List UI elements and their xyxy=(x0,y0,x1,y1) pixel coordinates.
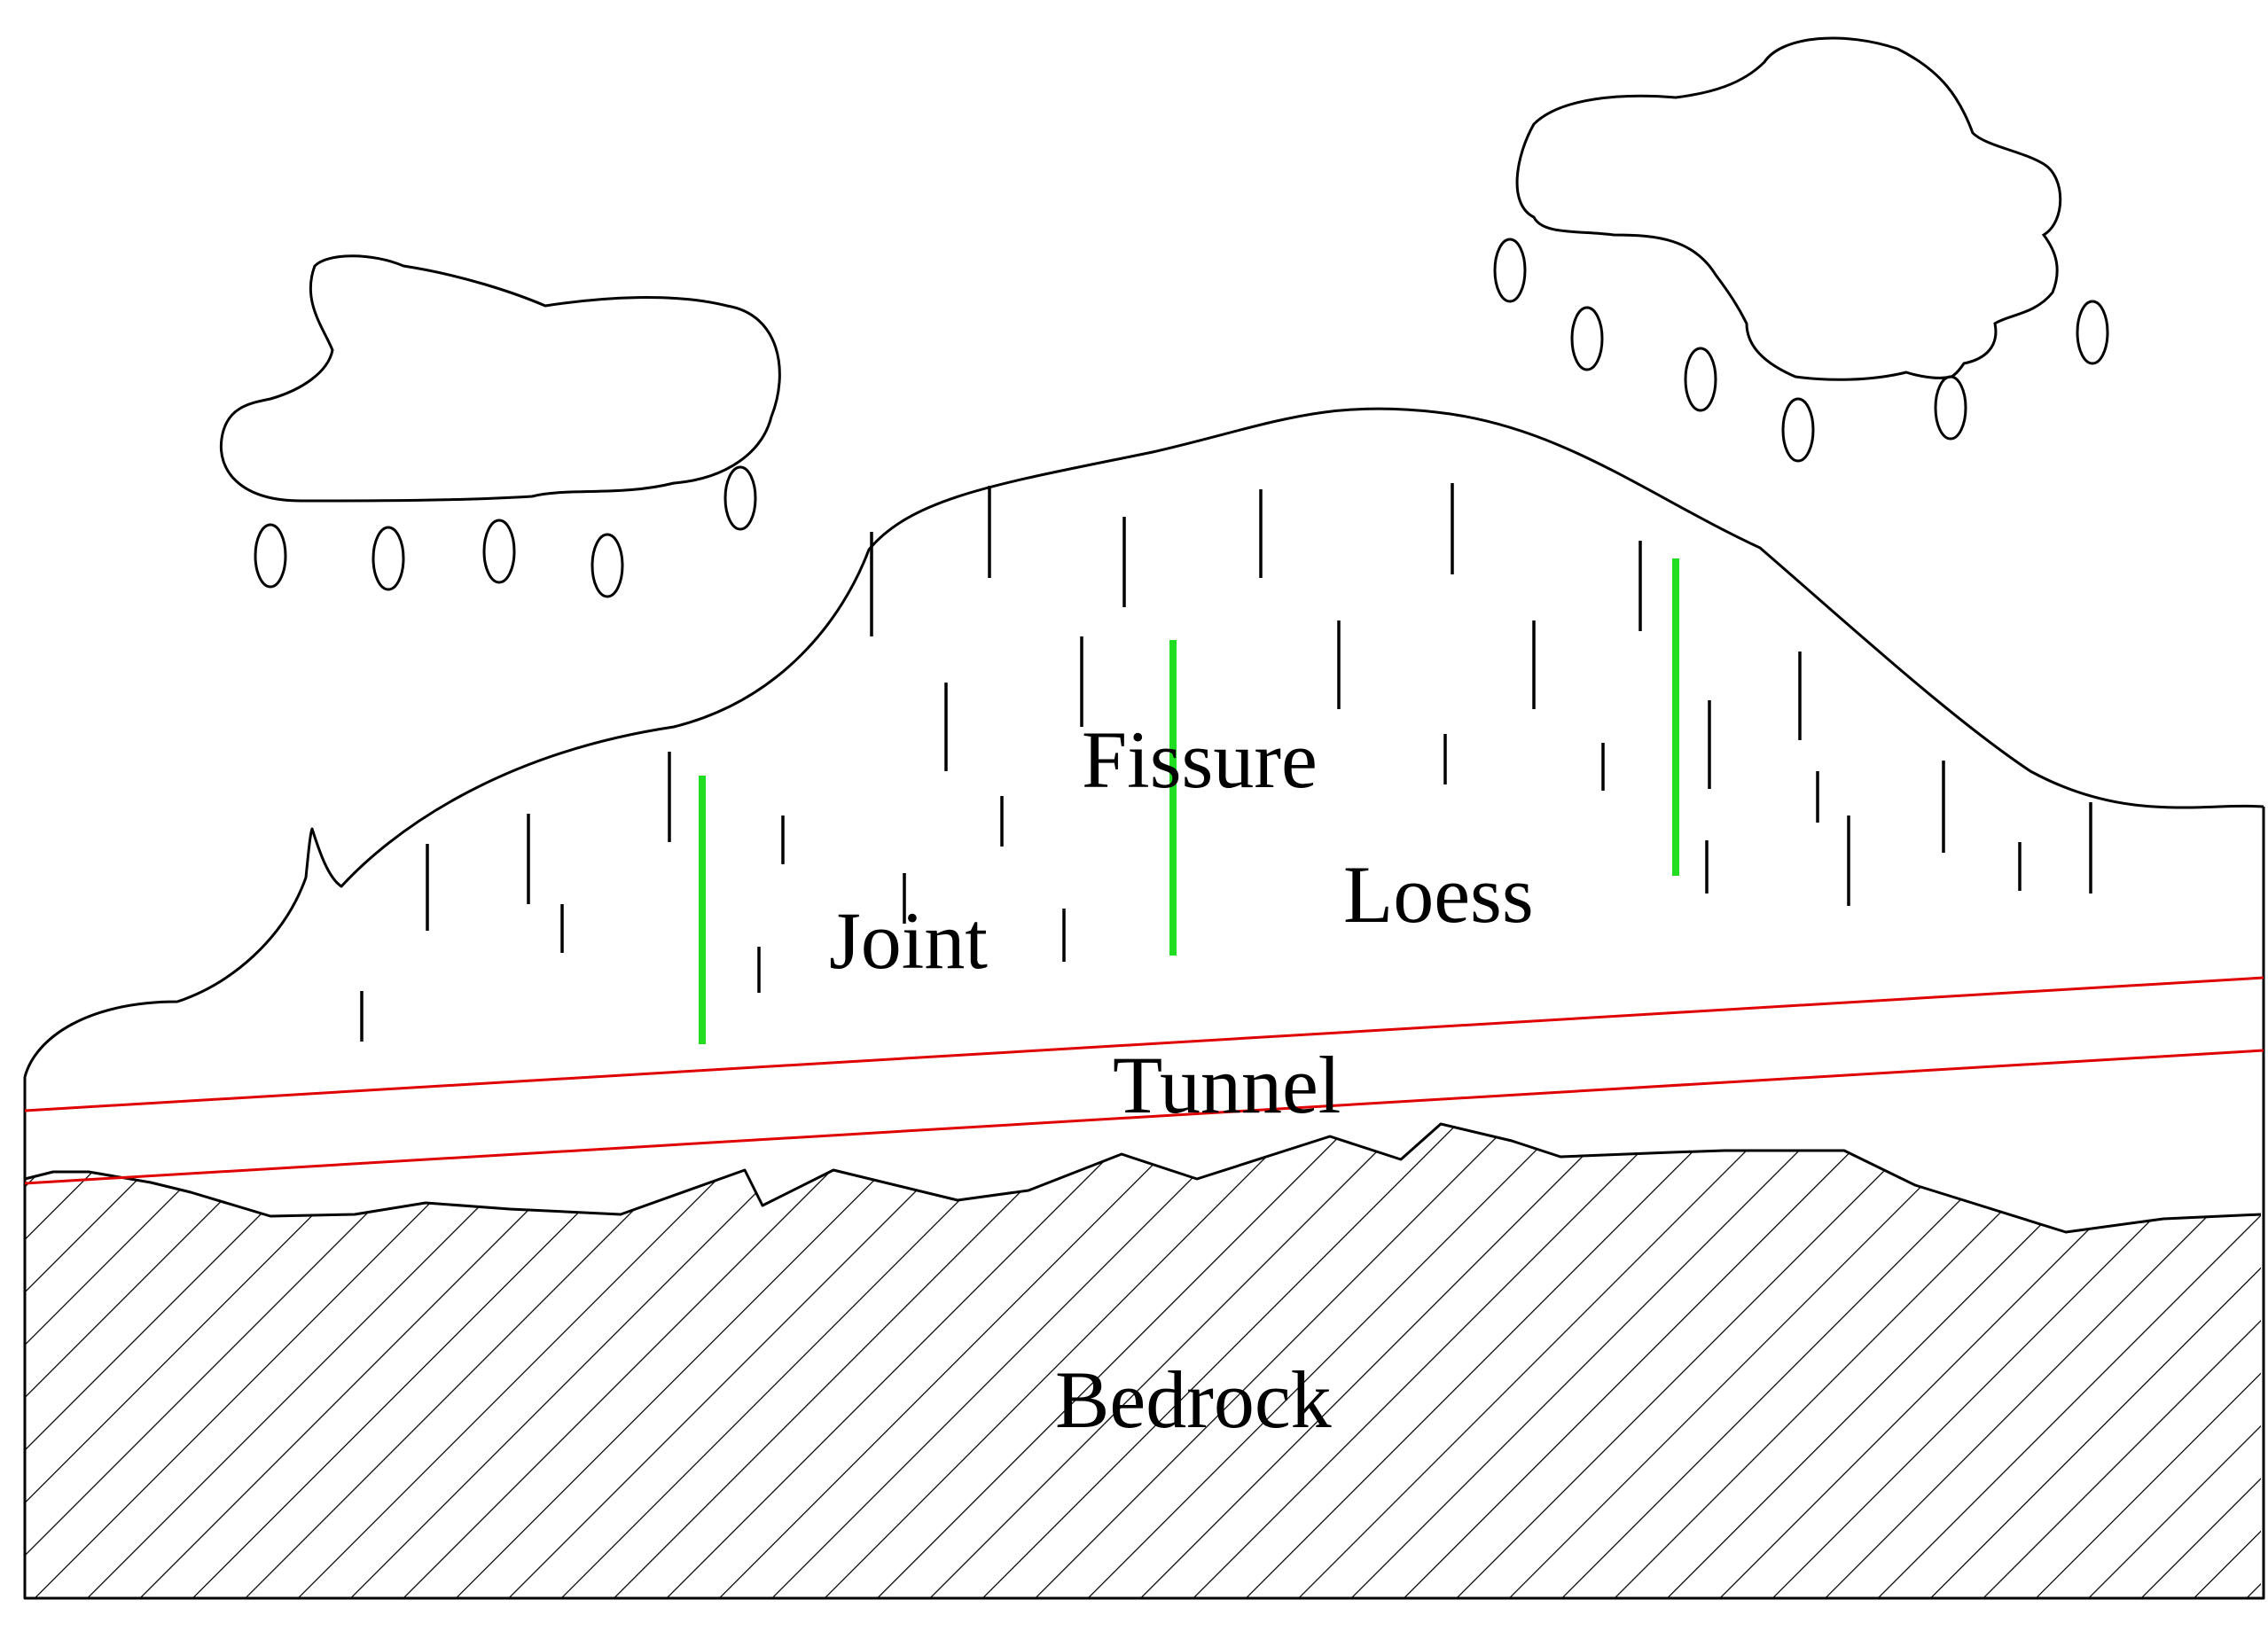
joints xyxy=(360,483,2092,1042)
tunnel xyxy=(24,976,2264,1185)
joint-label: Joint xyxy=(829,895,988,986)
bedrock-label: Bedrock xyxy=(1055,1354,1332,1445)
section-frame xyxy=(23,807,2265,1600)
fissures xyxy=(699,558,1679,1044)
raindrops xyxy=(254,238,2109,598)
fissure-label: Fissure xyxy=(1082,714,1318,805)
cloud-left xyxy=(219,254,781,503)
tunnel-label: Tunnel xyxy=(1113,1040,1341,1130)
cloud-right xyxy=(1515,36,2062,381)
loess-surface xyxy=(23,407,2264,1078)
loess-label: Loess xyxy=(1343,849,1534,940)
